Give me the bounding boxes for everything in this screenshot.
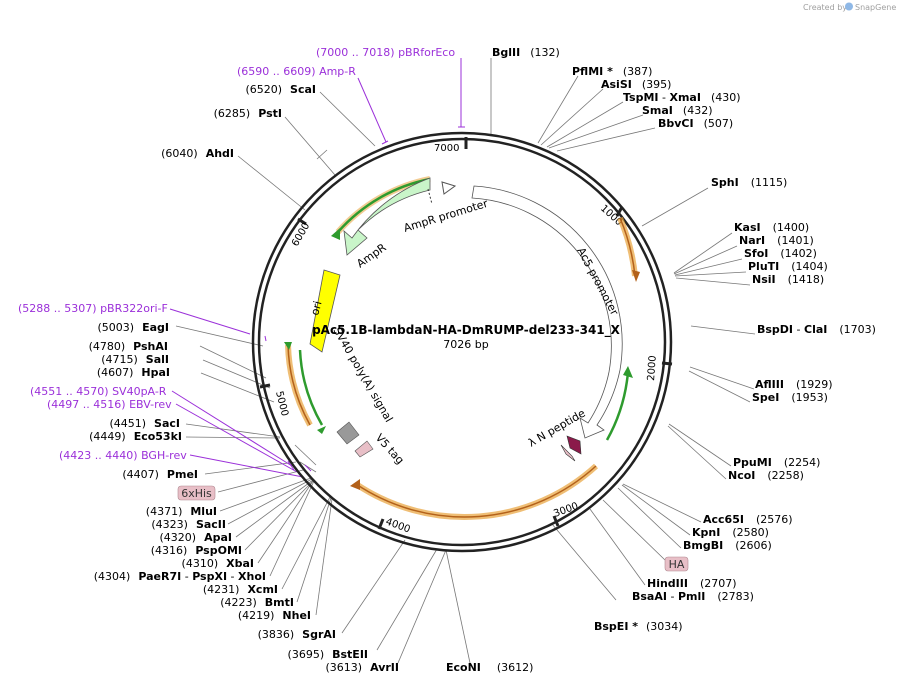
ori-feature	[309, 269, 341, 353]
ampr-label: AmpR	[354, 241, 389, 271]
ring-tick-2000: 2000	[646, 355, 659, 381]
site-label: (6285)PstI	[214, 107, 282, 120]
primer-label: (4551 .. 4570) SV40pA-R	[30, 385, 167, 398]
site-label: BglII(132)	[492, 46, 560, 59]
his-tag-badge: 6xHis	[177, 485, 216, 501]
site-label: PpuMI(2254)	[733, 456, 820, 469]
watermark-prefix: Created by	[803, 3, 847, 12]
lambda-n-feature	[566, 435, 582, 455]
ampr-promoter-boundary	[427, 188, 433, 205]
site-label: (3613)AvrII	[326, 661, 399, 674]
site-label: (6520)ScaI	[245, 83, 316, 96]
ha-badge: HA	[664, 556, 689, 572]
site-label: EcoNI(3612)	[446, 661, 533, 674]
site-label: (4219)NheI	[238, 609, 311, 622]
ac5-promoter-label: Ac5 promoter	[574, 245, 621, 318]
site-label: NarI(1401)	[739, 234, 814, 247]
site-label: BspEI *(3034)	[594, 620, 683, 633]
watermark-brand: SnapGene	[855, 3, 896, 12]
sites-right: BglII(132) PflMI *(387) AsiSI(395) TspMI…	[446, 46, 876, 674]
site-label: (6040)AhdI	[161, 147, 234, 160]
ha-badge-label: HA	[669, 558, 685, 571]
site-label: AsiSI(395)	[601, 78, 671, 91]
site-label: NcoI(2258)	[728, 469, 804, 482]
site-label: (4607)HpaI	[97, 366, 170, 379]
ac5-promoter-feature	[471, 185, 623, 439]
snapgene-logo-icon	[845, 2, 853, 11]
site-label: (4715)SalI	[101, 353, 169, 366]
site-label: SpeI(1953)	[752, 391, 828, 404]
site-label: HindIII(2707)	[647, 577, 737, 590]
site-label: (4451)SacI	[109, 417, 180, 430]
orf-arrowheads	[284, 228, 633, 434]
primer-label: (7000 .. 7018) pBRforEco	[316, 46, 455, 59]
sites-left: (6520)ScaI (6285)PstI (6040)AhdI (5003)E…	[89, 83, 399, 674]
v5-tag-feature	[354, 440, 374, 458]
site-leader-lines	[175, 58, 756, 664]
site-label: (4320)ApaI	[160, 531, 232, 544]
his-tag-badge-label: 6xHis	[181, 487, 212, 500]
site-label: BspDI - ClaI(1703)	[757, 323, 876, 336]
site-label: (4310)XbaI	[182, 557, 254, 570]
site-label: (4407)PmeI	[122, 468, 198, 481]
ampr-promoter-label: AmpR promoter	[402, 197, 490, 235]
orf-arcs	[285, 176, 638, 520]
primer-leader-lines	[169, 58, 465, 478]
primer-label: (6590 .. 6609) Amp-R	[237, 65, 356, 78]
site-label: AflIII(1929)	[755, 378, 833, 391]
site-label: (4323)SacII	[151, 518, 226, 531]
site-label: KasI(1400)	[734, 221, 809, 234]
ring-tick-6000: 6000	[290, 221, 312, 249]
ori-label: ori	[308, 300, 324, 317]
v5-label: V5 tag	[373, 431, 407, 466]
ring-tick-marks	[259, 137, 673, 530]
site-label: Acc65I(2576)	[703, 513, 793, 526]
site-label: (3836)SgrAI	[258, 628, 336, 641]
site-label: (4449)Eco53kI	[89, 430, 182, 443]
plasmid-name: pAc5.1B-lambdaN-HA-DmRUMP-del233-341_X	[312, 323, 621, 338]
site-label: (4223)BmtI	[220, 596, 294, 609]
ampr-feature	[343, 177, 431, 256]
site-label: BbvCI(507)	[658, 117, 733, 130]
site-label: KpnI(2580)	[692, 526, 769, 539]
site-label: SphI(1115)	[711, 176, 787, 189]
site-label: PluTI(1404)	[748, 260, 828, 273]
site-label: NsiI(1418)	[752, 273, 824, 286]
site-label: BsaAI - PmlI(2783)	[632, 590, 754, 603]
site-label: (4371)MluI	[146, 505, 217, 518]
site-label: TspMI - XmaI(430)	[623, 91, 741, 104]
site-label: (5003)EagI	[98, 321, 169, 334]
sv40-label: SV40 poly(A) signal	[330, 325, 395, 425]
backbone-inner	[257, 137, 667, 547]
ha-tag-feature	[560, 444, 576, 462]
primer-label: (4423 .. 4440) BGH-rev	[59, 449, 187, 462]
site-label: (4316)PspOMI	[151, 544, 242, 557]
site-label: (3695)BstEII	[288, 648, 368, 661]
backbone-outer	[251, 131, 673, 553]
ring-tick-5000: 5000	[273, 390, 290, 417]
orf-arrowheads-orange	[350, 270, 640, 490]
ring-tick-4000: 4000	[384, 516, 412, 535]
site-label: SmaI(432)	[642, 104, 713, 117]
primer-label: (5288 .. 5307) pBR322ori-F	[18, 302, 168, 315]
ring-tick-7000: 7000	[434, 143, 459, 154]
site-label: SfoI(1402)	[744, 247, 817, 260]
site-label: (4304)PaeR7I - PspXI - XhoI	[94, 570, 266, 583]
site-label: (4780)PshAI	[89, 340, 168, 353]
primer-label: (4497 .. 4516) EBV-rev	[47, 398, 172, 411]
site-label: BmgBI(2606)	[683, 539, 772, 552]
ampr-promoter-arrow	[441, 181, 457, 195]
sv40-feature	[336, 421, 360, 445]
site-label: PflMI *(387)	[572, 65, 652, 78]
site-label: (4231)XcmI	[203, 583, 278, 596]
plasmid-size: 7026 bp	[443, 338, 488, 351]
